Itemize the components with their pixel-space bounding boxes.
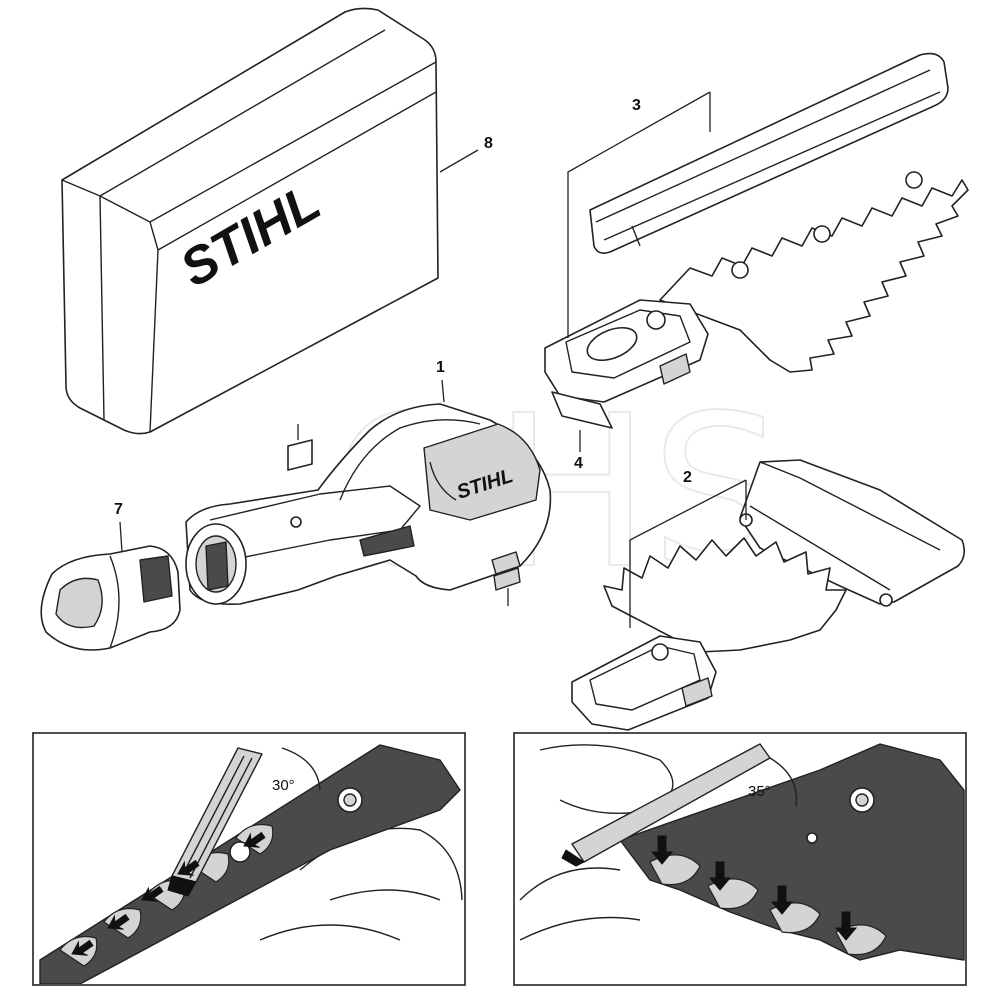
arrow-icon [107, 913, 130, 930]
svg-text:4: 4 [574, 455, 583, 472]
svg-text:3: 3 [632, 97, 641, 114]
svg-text:30°: 30° [272, 777, 295, 794]
svg-text:1: 1 [436, 359, 445, 376]
arrow-icon [243, 831, 266, 848]
svg-text:8: 8 [484, 135, 493, 152]
arrow-icon [141, 885, 164, 902]
part-2-shrub-blade [571, 459, 966, 731]
sharpening-panel-hedge-blade: 30° [32, 732, 466, 986]
arrow-icon [177, 859, 200, 876]
arrow-icon [708, 861, 732, 891]
arrow-icon [650, 835, 674, 865]
svg-text:2: 2 [683, 469, 692, 486]
arrow-icon [71, 939, 94, 956]
callout-1: 1 [436, 359, 445, 403]
arrow-icon [834, 911, 858, 941]
svg-text:7: 7 [114, 501, 123, 518]
part-4-adapter-strip [551, 391, 613, 429]
svg-text:35°: 35° [748, 783, 771, 800]
arrow-icon [770, 885, 794, 915]
part-3-hedge-trimmer-blade [544, 52, 969, 403]
callout-2: 2 [629, 469, 747, 628]
callout-7: 7 [114, 501, 123, 553]
part-7-battery [40, 545, 181, 651]
callout-3: 3 [567, 91, 711, 338]
part-8-storage-case: STIHL [61, 7, 439, 435]
callout-8: 8 [439, 135, 493, 173]
sharpening-panel-shrub-blade: 35° [513, 732, 967, 986]
part-1-motor-handle: STIHL [185, 403, 552, 606]
callout-4: 4 [574, 430, 583, 472]
